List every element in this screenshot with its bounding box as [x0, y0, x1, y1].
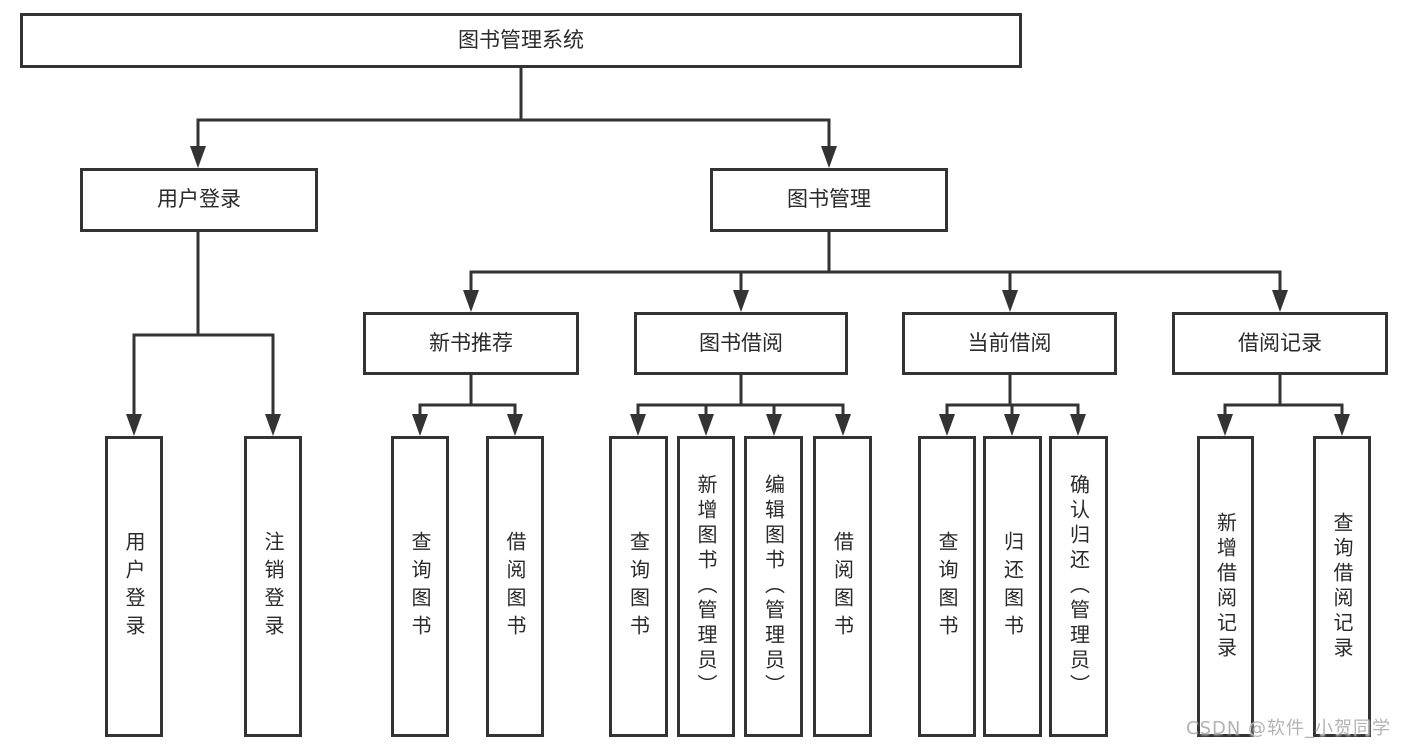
connector-user-login — [126, 232, 281, 436]
connector-current-borrowing — [939, 375, 1086, 436]
connector-new-book-recommendation — [412, 375, 523, 436]
node-current-borrowing: 当前借阅 — [902, 312, 1117, 375]
node-book-management: 图书管理 — [710, 168, 948, 232]
watermark: CSDN @软件_小贺同学 — [1186, 718, 1392, 739]
connector-book-borrowing — [630, 375, 851, 436]
node-new-book-recommendation: 新书推荐 — [363, 312, 579, 375]
node-borrowing-records: 借阅记录 — [1172, 312, 1388, 375]
connector-borrowing-records — [1217, 375, 1350, 436]
leaf-user-login: 用户登录 — [105, 436, 163, 737]
leaf-query-books-recommend: 查询图书 — [391, 436, 449, 737]
leaf-logout: 注销登录 — [244, 436, 302, 737]
node-library-management-system: 图书管理系统 — [20, 13, 1022, 68]
leaf-query-books-current: 查询图书 — [918, 436, 976, 737]
connector-book-management — [463, 232, 1288, 312]
leaf-add-borrow-record: 新增借阅记录 — [1197, 436, 1254, 737]
node-user-login: 用户登录 — [80, 168, 318, 232]
leaf-borrow-books-recommend: 借阅图书 — [486, 436, 544, 737]
leaf-edit-book-admin: 编辑图书（管理员） — [744, 436, 803, 737]
connector-root — [190, 68, 837, 168]
leaf-return-book: 归还图书 — [983, 436, 1042, 737]
leaf-query-borrow-record: 查询借阅记录 — [1313, 436, 1371, 737]
leaf-query-books-borrowing: 查询图书 — [609, 436, 668, 737]
leaf-add-book-admin: 新增图书（管理员） — [677, 436, 735, 737]
leaf-borrow-books-borrowing: 借阅图书 — [813, 436, 872, 737]
node-book-borrowing: 图书借阅 — [634, 312, 848, 375]
leaf-confirm-return-admin: 确认归还（管理员） — [1049, 436, 1108, 737]
